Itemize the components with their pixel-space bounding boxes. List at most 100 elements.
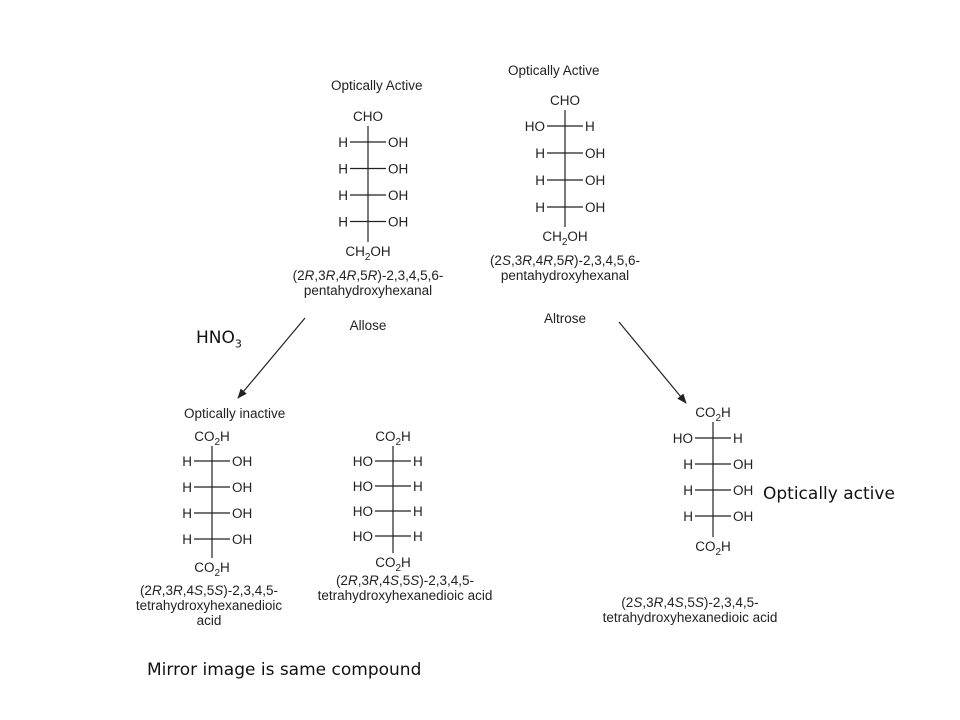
- top-group: CO2H: [695, 405, 731, 424]
- iupac-part: )-2,3,4,5,6-: [574, 253, 640, 268]
- iupac-part: )-2,3,4,5-: [704, 595, 759, 610]
- top-group-part: 2: [214, 437, 220, 448]
- right-substituent: OH: [388, 135, 408, 150]
- bottom-group-part: OH: [370, 244, 390, 259]
- optically-active-note: Optically active: [763, 484, 895, 504]
- iupac-part: R: [368, 268, 378, 283]
- right-substituent: H: [413, 479, 423, 494]
- iupac-part: R: [348, 573, 358, 588]
- iupac-name-line2: pentahydroxyhexanal: [501, 268, 629, 283]
- right-substituent: OH: [585, 200, 605, 215]
- bottom-group: CO2H: [695, 539, 731, 558]
- right-substituent: OH: [585, 173, 605, 188]
- left-substituent: H: [182, 454, 192, 469]
- activity-label: Optically inactive: [184, 406, 285, 421]
- reagent-subscript: 3: [234, 337, 242, 351]
- top-group-part: CHO: [550, 93, 580, 108]
- left-substituent: H: [338, 162, 348, 177]
- left-substituent: HO: [525, 119, 545, 134]
- iupac-part: ,4: [183, 583, 195, 598]
- left-substituent: HO: [353, 454, 373, 469]
- common-name: Altrose: [544, 311, 586, 326]
- right-substituent: OH: [232, 480, 252, 495]
- top-group-part: 2: [715, 413, 721, 424]
- iupac-part: ,5: [203, 583, 214, 598]
- left-substituent: H: [683, 457, 693, 472]
- top-group-part: 2: [395, 437, 401, 448]
- iupac-part: ,3: [358, 573, 369, 588]
- iupac-part: ,5: [356, 268, 367, 283]
- left-substituent: H: [182, 506, 192, 521]
- iupac-part: S: [390, 573, 399, 588]
- iupac-part: (2: [490, 253, 502, 268]
- iupac-part: (2: [336, 573, 348, 588]
- top-group: CHO: [353, 109, 383, 124]
- iupac-name-line3: acid: [197, 613, 222, 628]
- top-group-part: H: [401, 429, 411, 444]
- bottom-group-part: 2: [214, 568, 220, 579]
- iupac-part: R: [173, 583, 183, 598]
- iupac-part: S: [194, 583, 203, 598]
- activity-label: Optically Active: [508, 63, 600, 78]
- bottom-group: CH2OH: [542, 229, 587, 248]
- right-substituent: H: [733, 431, 743, 446]
- iupac-part: S: [410, 573, 419, 588]
- iupac-part: )-2,3,4,5,6-: [377, 268, 443, 283]
- iupac-part: S: [633, 595, 642, 610]
- top-group-part: H: [721, 405, 731, 420]
- top-group: CO2H: [194, 429, 230, 448]
- iupac-name-line2: tetrahydroxyhexanedioic acid: [318, 588, 493, 603]
- right-substituent: OH: [733, 483, 753, 498]
- right-substituent: OH: [388, 162, 408, 177]
- iupac-part: ,5: [684, 595, 695, 610]
- activity-label: Optically Active: [331, 78, 423, 93]
- iupac-name-line2: tetrahydroxyhexanedioic acid: [603, 610, 778, 625]
- left-substituent: H: [535, 146, 545, 161]
- iupac-name-line1: (2S,3R,4R,5R)-2,3,4,5,6-: [490, 253, 640, 268]
- iupac-part: S: [502, 253, 511, 268]
- iupac-name-line1: (2R,3R,4S,5S)-2,3,4,5-: [336, 573, 474, 588]
- right-substituent: OH: [232, 532, 252, 547]
- iupac-part: S: [675, 595, 684, 610]
- right-substituent: OH: [585, 146, 605, 161]
- iupac-part: ,4: [379, 573, 391, 588]
- iupac-part: )-2,3,4,5-: [223, 583, 278, 598]
- left-substituent: H: [535, 200, 545, 215]
- top-group-part: CO: [194, 429, 214, 444]
- iupac-part: ,4: [663, 595, 675, 610]
- right-substituent: OH: [733, 457, 753, 472]
- bottom-group: CH2OH: [345, 244, 390, 263]
- right-substituent: OH: [232, 454, 252, 469]
- iupac-part: R: [543, 253, 553, 268]
- iupac-part: R: [564, 253, 574, 268]
- reaction-arrow-left: [237, 317, 306, 399]
- iupac-name-line1: (2S,3R,4S,5S)-2,3,4,5-: [621, 595, 758, 610]
- bottom-group-part: 2: [395, 563, 401, 574]
- top-group-part: CO: [695, 405, 715, 420]
- iupac-part: ,3: [314, 268, 325, 283]
- left-substituent: H: [182, 532, 192, 547]
- top-group-part: CHO: [353, 109, 383, 124]
- left-substituent: H: [338, 135, 348, 150]
- iupac-part: ,3: [642, 595, 653, 610]
- common-name: Allose: [350, 318, 387, 333]
- mirror-image-note: Mirror image is same compound: [147, 660, 422, 680]
- iupac-part: ,3: [162, 583, 173, 598]
- iupac-part: (2: [140, 583, 152, 598]
- bottom-group: CO2H: [194, 560, 230, 579]
- iupac-part: R: [305, 268, 315, 283]
- iupac-part: R: [152, 583, 162, 598]
- right-substituent: OH: [388, 188, 408, 203]
- left-substituent: HO: [353, 479, 373, 494]
- iupac-part: (2: [621, 595, 633, 610]
- iupac-part: R: [347, 268, 357, 283]
- bottom-group-part: CO: [695, 539, 715, 554]
- reagent-formula: HNO: [196, 328, 235, 348]
- top-group: CHO: [550, 93, 580, 108]
- iupac-part: ,4: [335, 268, 347, 283]
